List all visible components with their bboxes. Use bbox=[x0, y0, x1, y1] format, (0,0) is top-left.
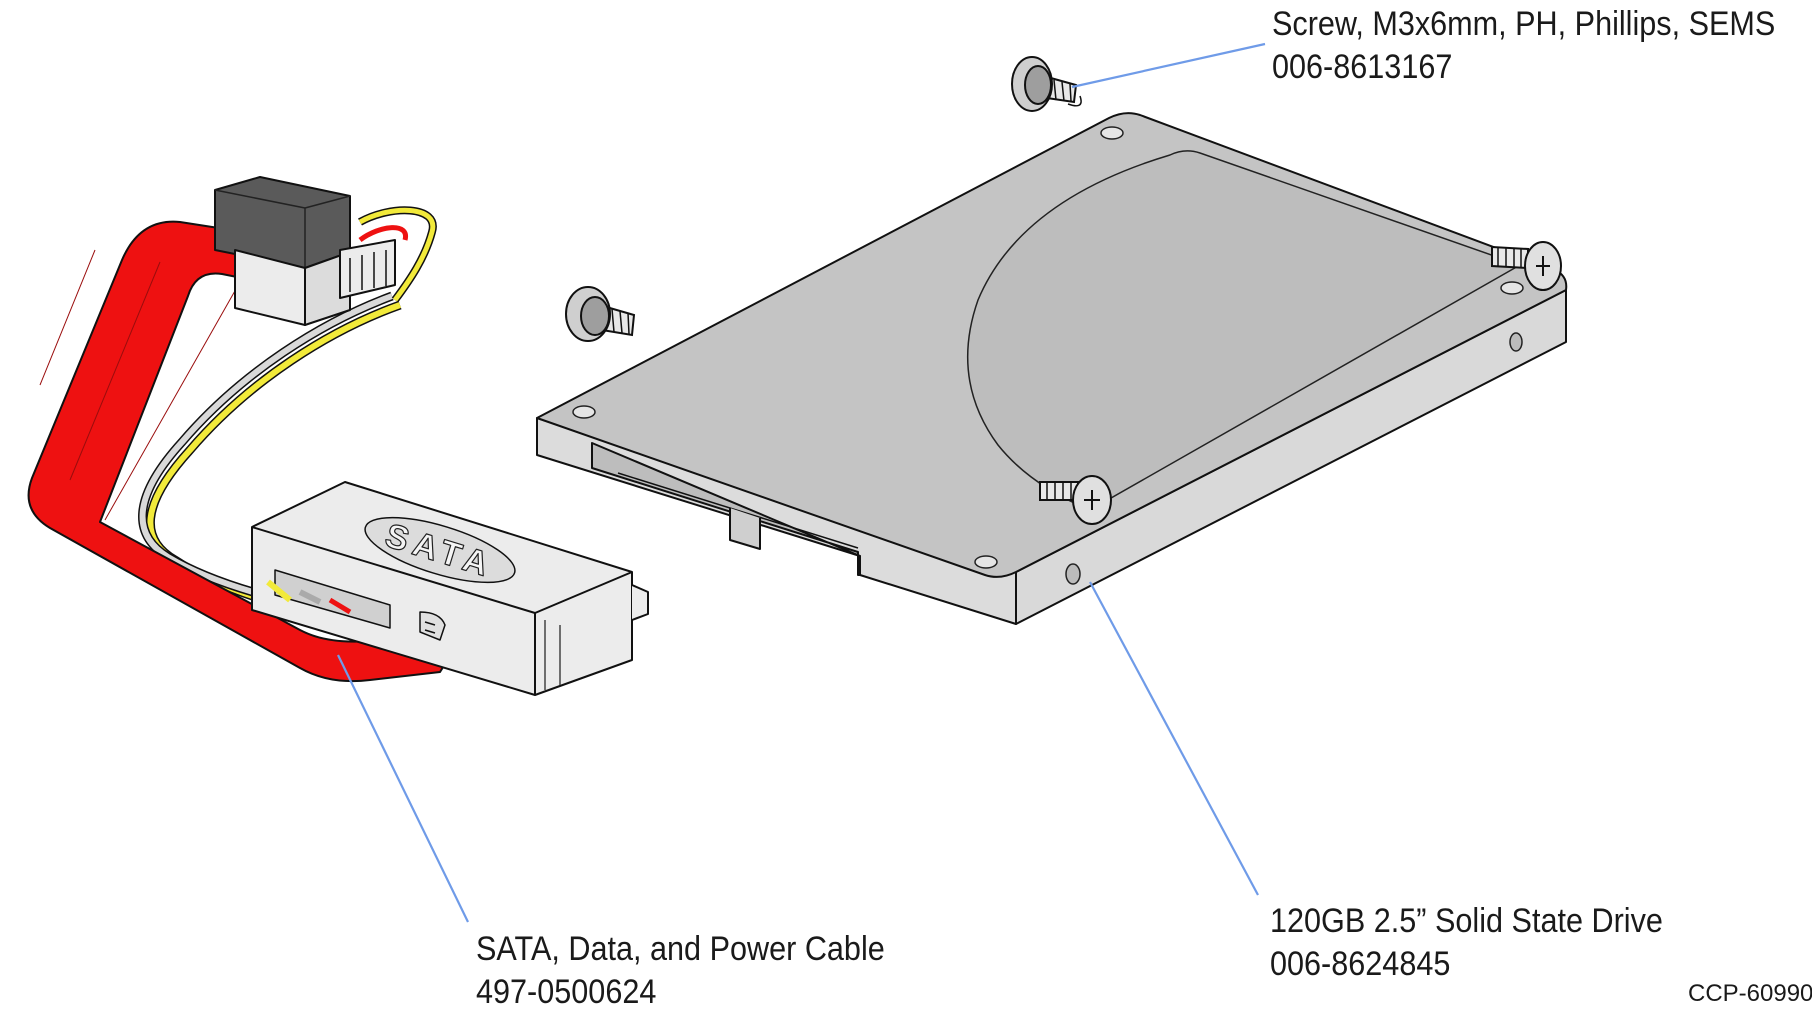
leader-cable bbox=[337, 654, 469, 923]
leader-screw bbox=[1071, 42, 1266, 89]
callout-screw-part: 006-8613167 bbox=[1272, 48, 1453, 86]
callout-ssd-part: 006-8624845 bbox=[1270, 945, 1451, 983]
screw-top bbox=[1011, 56, 1082, 112]
callout-ssd: 120GB 2.5” Solid State Drive 006-8624845 bbox=[1270, 900, 1663, 986]
callout-cable-name: SATA, Data, and Power Cable bbox=[476, 930, 885, 968]
callout-cable-part: 497-0500624 bbox=[476, 973, 657, 1011]
callout-ssd-name: 120GB 2.5” Solid State Drive bbox=[1270, 902, 1663, 940]
callout-screw: Screw, M3x6mm, PH, Phillips, SEMS 006-86… bbox=[1272, 3, 1775, 89]
figure-id: CCP-60990 bbox=[1688, 980, 1812, 1007]
callout-cable: SATA, Data, and Power Cable 497-0500624 bbox=[476, 928, 885, 1014]
screw-right bbox=[1491, 241, 1562, 291]
screw-front bbox=[1039, 475, 1112, 525]
solid-state-drive bbox=[536, 112, 1568, 625]
sata-cable: SATA bbox=[27, 176, 649, 696]
leader-ssd bbox=[1089, 581, 1259, 896]
screw-left bbox=[565, 286, 636, 342]
callout-screw-name: Screw, M3x6mm, PH, Phillips, SEMS bbox=[1272, 5, 1776, 43]
leader-lines bbox=[337, 42, 1266, 923]
